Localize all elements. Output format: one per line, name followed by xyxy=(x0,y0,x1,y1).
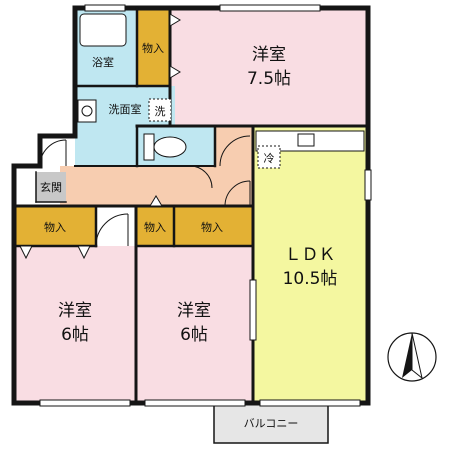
closet-mid-fill xyxy=(174,206,253,246)
fridge-mark: 冷 xyxy=(264,152,275,165)
washbasin xyxy=(77,99,97,123)
ldk-size: 10.5帖 xyxy=(283,269,338,289)
door-swings xyxy=(39,135,251,247)
room-western-a-size: 7.5帖 xyxy=(247,69,291,89)
closet-left-label: 物入 xyxy=(44,220,66,234)
closet-top-fill xyxy=(137,8,170,86)
bath-label: 浴室 xyxy=(92,55,114,69)
north-arrow-icon xyxy=(387,332,437,382)
washroom-label: 洗面室 xyxy=(109,102,142,116)
room-western-a-name: 洋室 xyxy=(252,45,286,65)
windows xyxy=(39,4,372,407)
toilet-tank xyxy=(143,133,155,161)
room-western-b-name: 洋室 xyxy=(58,301,92,321)
closet-mid-small-label: 物入 xyxy=(144,220,166,234)
fridge-box xyxy=(257,145,281,169)
balcony-fill xyxy=(213,402,329,444)
room-western-b-size: 6帖 xyxy=(61,325,89,345)
bathtub xyxy=(79,13,127,47)
closet-mid-small-fill xyxy=(136,206,174,246)
ldk-fill xyxy=(253,126,368,403)
hallway-fill-2 xyxy=(215,126,253,166)
room-western-c-name: 洋室 xyxy=(177,301,211,321)
room-western-c-fill xyxy=(136,246,253,403)
closet-top-label: 物入 xyxy=(142,41,164,55)
room-western-c-size: 6帖 xyxy=(180,325,208,345)
entrance-fill xyxy=(36,172,66,202)
ldk-name: ＬＤＫ xyxy=(285,245,336,265)
room-western-a-fill xyxy=(170,8,368,126)
kitchen-sink xyxy=(297,133,315,147)
washbasin-bowl xyxy=(81,105,93,117)
balcony-label: バルコニー xyxy=(244,417,299,430)
closet-door-marks xyxy=(19,13,181,260)
closet-mid-label: 物入 xyxy=(201,220,223,234)
room-western-b-fill xyxy=(14,246,136,403)
washer-mark: 洗 xyxy=(155,105,166,118)
closet-left-fill xyxy=(14,206,96,246)
washer-box xyxy=(148,98,172,122)
kitchen-counter xyxy=(255,130,365,152)
toilet-bowl xyxy=(153,136,187,158)
entrance-label: 玄関 xyxy=(40,180,62,194)
